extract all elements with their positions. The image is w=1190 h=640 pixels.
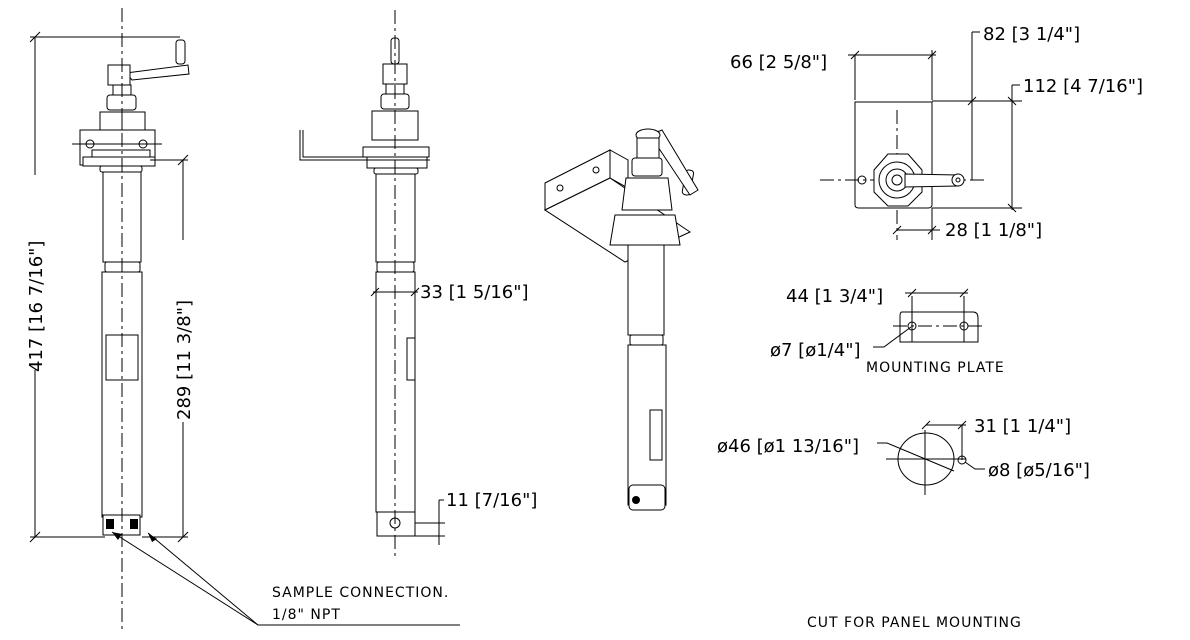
handle-reach-label: 82 [3 1/4"]: [983, 24, 1080, 45]
isometric-view: [543, 128, 699, 511]
sample-connection-thread-label: 1/8" NPT: [272, 607, 341, 623]
plate-width-dimension: 66 [2 5/8"]: [730, 50, 937, 100]
tube-diameter-label: 33 [1 5/16"]: [420, 282, 529, 303]
top-view: [820, 101, 985, 240]
panel-cut-caption: CUT FOR PANEL MOUNTING: [807, 615, 1022, 631]
insertion-length-dimension: 289 [11 3/8"]: [142, 154, 195, 543]
center-offset-label: 28 [1 1/8"]: [945, 220, 1042, 241]
hole-spacing-label: 44 [1 3/4"]: [786, 286, 883, 307]
panel-cut-view: 31 [1 1/4"] ø46 [ø1 13/16"] ø8 [ø5/16"] …: [717, 416, 1090, 631]
front-view: [72, 8, 190, 630]
handle-reach-dimension: 82 [3 1/4"]: [967, 24, 1080, 180]
cut-diameter-label: ø46 [ø1 13/16"]: [717, 436, 859, 457]
tube-diameter-dimension: 33 [1 5/16"]: [370, 282, 529, 303]
plate-height-dimension: 112 [4 7/16"]: [932, 76, 1143, 213]
overall-length-label: 417 [16 7/16"]: [26, 241, 47, 372]
sample-port-offset-label: 11 [7/16"]: [446, 490, 537, 511]
pin-hole-diameter-label: ø8 [ø5/16"]: [988, 460, 1090, 481]
overall-length-dimension: 417 [16 7/16"]: [25, 31, 180, 543]
sample-port-offset-dimension: 11 [7/16"]: [415, 490, 537, 545]
side-view: [299, 10, 430, 560]
sample-connection-label: SAMPLE CONNECTION.: [272, 585, 449, 601]
mounting-plate-view: 44 [1 3/4"] ø7 [ø1/4"] MOUNTING PLATE: [770, 286, 1005, 376]
plate-width-label: 66 [2 5/8"]: [730, 52, 827, 73]
hole-diameter-label: ø7 [ø1/4"]: [770, 340, 861, 361]
plate-height-label: 112 [4 7/16"]: [1023, 76, 1143, 97]
center-offset-dimension: 28 [1 1/8"]: [892, 208, 1042, 241]
cut-spacing-label: 31 [1 1/4"]: [974, 416, 1071, 437]
insertion-length-label: 289 [11 3/8"]: [174, 300, 195, 420]
mounting-plate-caption: MOUNTING PLATE: [866, 360, 1005, 376]
sample-connection-callout: SAMPLE CONNECTION. 1/8" NPT: [111, 531, 460, 626]
